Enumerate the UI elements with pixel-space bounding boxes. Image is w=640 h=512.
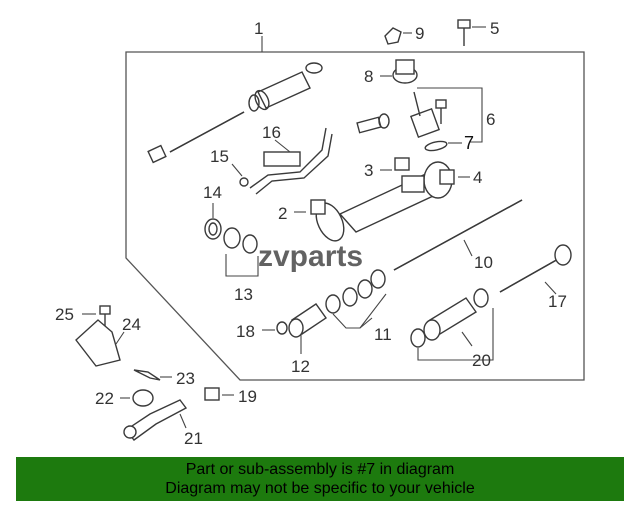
part-17-tie-rod <box>499 244 572 295</box>
part-23-clip <box>133 369 172 381</box>
callout-1: 1 <box>254 19 263 38</box>
callout-3: 3 <box>364 161 373 180</box>
callout-12: 12 <box>291 357 310 376</box>
part-18-clamp <box>262 321 288 335</box>
part-14-seal <box>204 203 222 240</box>
callout-24: 24 <box>122 315 141 334</box>
assembly-frame <box>125 51 585 381</box>
callout-9: 9 <box>415 24 424 43</box>
part-5-bolt <box>457 19 486 46</box>
callout-10: 10 <box>474 253 493 272</box>
banner-line-2: Diagram may not be specific to your vehi… <box>165 480 475 497</box>
callout-13: 13 <box>234 285 253 304</box>
callout-18: 18 <box>236 322 255 341</box>
callout-25: 25 <box>55 305 74 324</box>
part-2-bushing <box>294 199 326 215</box>
callout-11: 11 <box>374 325 392 344</box>
part-9-clip <box>384 27 412 45</box>
callout-6: 6 <box>486 110 495 129</box>
callout-14: 14 <box>203 183 222 202</box>
part-10-rack <box>393 199 523 271</box>
part-inner-tie-rod-left <box>147 111 245 164</box>
part-boot-left <box>248 62 323 112</box>
callout-16: 16 <box>262 123 281 142</box>
part-4-bushing <box>439 169 470 185</box>
parts-diagram: 1 2 3 4 5 6 7 8 9 10 11 12 13 14 15 16 1… <box>55 19 585 448</box>
callout-21: 21 <box>184 429 203 448</box>
part-6-valve-group <box>410 87 483 143</box>
part-fitting <box>356 113 390 134</box>
callout-19: 19 <box>238 387 257 406</box>
callout-20: 20 <box>472 351 491 370</box>
part-8-cap <box>380 59 418 84</box>
part-12-boot <box>288 303 327 354</box>
part-7-o-ring <box>424 140 462 152</box>
banner-line-1: Part or sub-assembly is #7 in diagram <box>185 461 455 478</box>
part-21-tie-rod-end <box>123 399 188 441</box>
callout-7: 7 <box>464 133 474 153</box>
part-3-bushing <box>380 157 410 171</box>
part-22-boot <box>120 389 154 407</box>
callout-22: 22 <box>95 389 114 408</box>
watermark-text: zvparts <box>258 240 363 273</box>
part-13-bushings <box>223 227 259 277</box>
callout-5: 5 <box>490 19 499 38</box>
callout-17: 17 <box>548 292 567 311</box>
part-rack-housing <box>315 161 453 242</box>
part-25-bolt <box>82 305 111 326</box>
callout-2: 2 <box>278 204 287 223</box>
part-11-rings <box>325 269 387 329</box>
callout-15: 15 <box>210 147 229 166</box>
part-16-pipe <box>249 127 333 195</box>
callout-8: 8 <box>364 67 373 86</box>
part-24-bracket <box>75 319 125 367</box>
info-banner: Part or sub-assembly is #7 in diagram Di… <box>16 457 624 501</box>
part-19-nut <box>204 387 234 401</box>
part-15-bolt <box>231 163 249 187</box>
callout-4: 4 <box>473 168 482 187</box>
callout-23: 23 <box>176 369 195 388</box>
part-20-boot <box>410 288 494 361</box>
